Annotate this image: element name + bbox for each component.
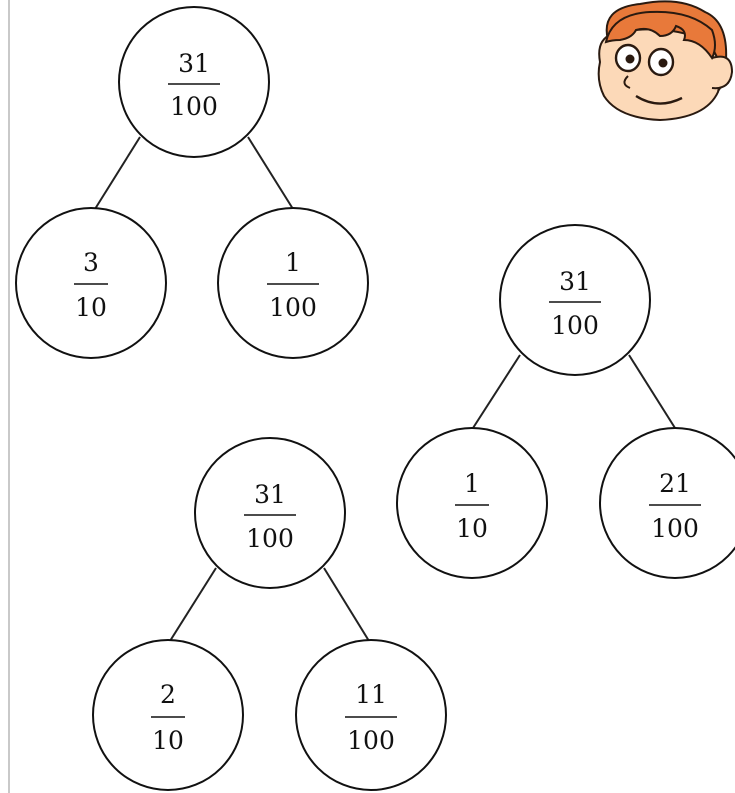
tree-1-right-edge	[247, 136, 294, 210]
tree-1-left-edge	[94, 136, 141, 210]
tree-2-right-edge	[628, 354, 676, 429]
tree-1-root-denominator: 100	[170, 92, 218, 121]
tree-1-right-numerator: 1	[285, 248, 301, 277]
tree-3-right-edge	[323, 567, 370, 642]
boy-face-icon	[597, 0, 734, 122]
tree-2-root-numerator: 31	[559, 267, 591, 296]
tree-3-root-numerator: 31	[254, 480, 286, 509]
tree-1-root-node: 31 100	[118, 6, 270, 158]
tree-1-left-numerator: 3	[83, 248, 99, 277]
tree-2-left-numerator: 1	[464, 469, 480, 498]
tree-2-right-numerator: 21	[659, 469, 691, 498]
tree-1-left-denominator: 10	[75, 293, 107, 322]
tree-1-right-node: 1 100	[217, 207, 369, 359]
tree-3-left-numerator: 2	[160, 680, 176, 709]
tree-2-left-node: 1 10	[396, 427, 548, 579]
tree-2-right-denominator: 100	[651, 514, 699, 543]
tree-2-right-node: 21 100	[599, 427, 735, 579]
tree-2-root-node: 31 100	[499, 224, 651, 376]
tree-2-left-edge	[472, 354, 521, 429]
tree-1-left-node: 3 10	[15, 207, 167, 359]
tree-3-root-node: 31 100	[194, 437, 346, 589]
fraction-tree-1: 31 100 3 10 1 100	[15, 6, 369, 359]
tree-3-left-edge	[169, 567, 217, 642]
tree-3-right-numerator: 11	[355, 680, 387, 709]
tree-3-left-denominator: 10	[152, 726, 184, 755]
fraction-tree-3: 31 100 2 10 11 100	[92, 437, 447, 791]
page-margin-rule	[8, 0, 10, 793]
tree-2-root-denominator: 100	[551, 311, 599, 340]
tree-1-root-numerator: 31	[178, 49, 210, 78]
tree-3-root-denominator: 100	[246, 524, 294, 553]
tree-1-right-denominator: 100	[269, 293, 317, 322]
tree-3-left-node: 2 10	[92, 639, 244, 791]
tree-3-right-node: 11 100	[295, 639, 447, 791]
fraction-tree-2: 31 100 1 10 21 100	[396, 224, 735, 579]
tree-2-left-denominator: 10	[456, 514, 488, 543]
tree-3-right-denominator: 100	[347, 726, 395, 755]
